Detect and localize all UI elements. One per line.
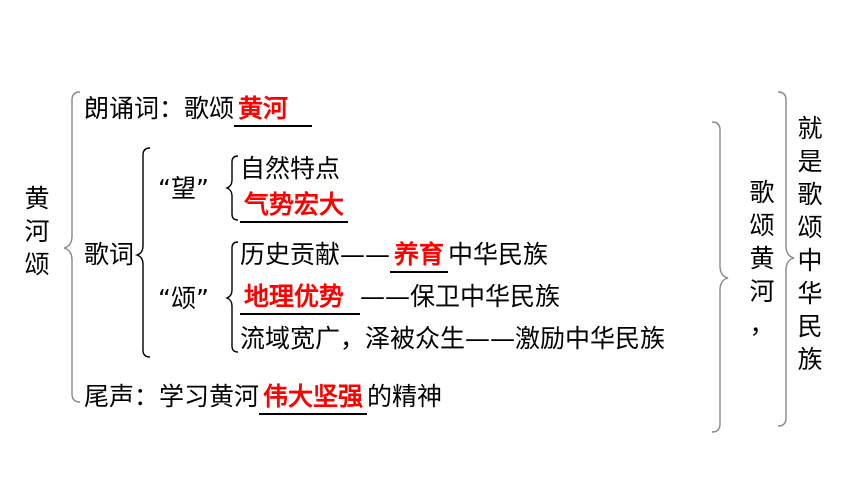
coda-answer: 伟大坚强 [259, 382, 368, 415]
middle-column-char: 河 [749, 277, 775, 306]
wang-brace [225, 155, 239, 221]
middle-column-char: ， [749, 310, 775, 339]
song-line1-prefix: 历史贡献—— [240, 240, 391, 269]
right-column-char: 中 [797, 246, 823, 275]
wang-line1: 自然特点 [240, 154, 341, 183]
recite-line: 朗诵词：歌颂黄河 [84, 94, 313, 127]
right-column-char: 歌 [797, 180, 823, 209]
right-column: 就 是 歌 颂 中 华 民 族 [795, 112, 825, 376]
root-title: 黄 河 颂 [22, 182, 52, 281]
right-column-char: 族 [797, 345, 823, 374]
lyrics-label: 歌词 [84, 240, 135, 269]
right-column-char: 就 [797, 114, 823, 143]
song-line2-answer: 地理优势 [240, 282, 361, 315]
recite-answer: 黄河 [234, 94, 313, 127]
right-column-char: 民 [797, 312, 823, 341]
song-line3: 流域宽广，泽被众生——激励中华民族 [240, 324, 666, 353]
right-column-char: 颂 [797, 213, 823, 242]
coda-prefix: 尾声：学习黄河 [84, 382, 260, 411]
middle-column: 歌 颂 黄 河 ， [747, 176, 777, 341]
right-column-char: 华 [797, 279, 823, 308]
song-line1-suffix: 中华民族 [448, 240, 549, 269]
root-title-char: 河 [24, 217, 50, 246]
root-title-char: 颂 [24, 250, 50, 279]
song-line1-answer: 养育 [390, 240, 449, 273]
song-label: “颂” [158, 284, 209, 313]
right-column-char: 是 [797, 147, 823, 176]
middle-column-char: 黄 [749, 244, 775, 273]
middle-column-char: 颂 [749, 211, 775, 240]
wang-answer: 气势宏大 [240, 190, 349, 223]
middle-column-char: 歌 [749, 178, 775, 207]
far-right-brace [777, 91, 795, 427]
coda-suffix: 的精神 [367, 382, 443, 411]
recite-prefix: 朗诵词：歌颂 [84, 94, 235, 123]
song-line2: 地理优势——保卫中华民族 [240, 282, 560, 315]
song-line2-suffix: ——保卫中华民族 [360, 282, 561, 311]
lyrics-brace [134, 147, 151, 358]
right-brace [711, 121, 729, 433]
wang-label: “望” [158, 174, 209, 203]
coda-line: 尾声：学习黄河伟大坚强的精神 [84, 382, 442, 415]
wang-line2: 气势宏大 [240, 190, 349, 223]
root-title-char: 黄 [24, 184, 50, 213]
song-line1: 历史贡献——养育中华民族 [240, 240, 548, 273]
main-left-brace [63, 91, 81, 403]
song-brace [225, 241, 239, 353]
